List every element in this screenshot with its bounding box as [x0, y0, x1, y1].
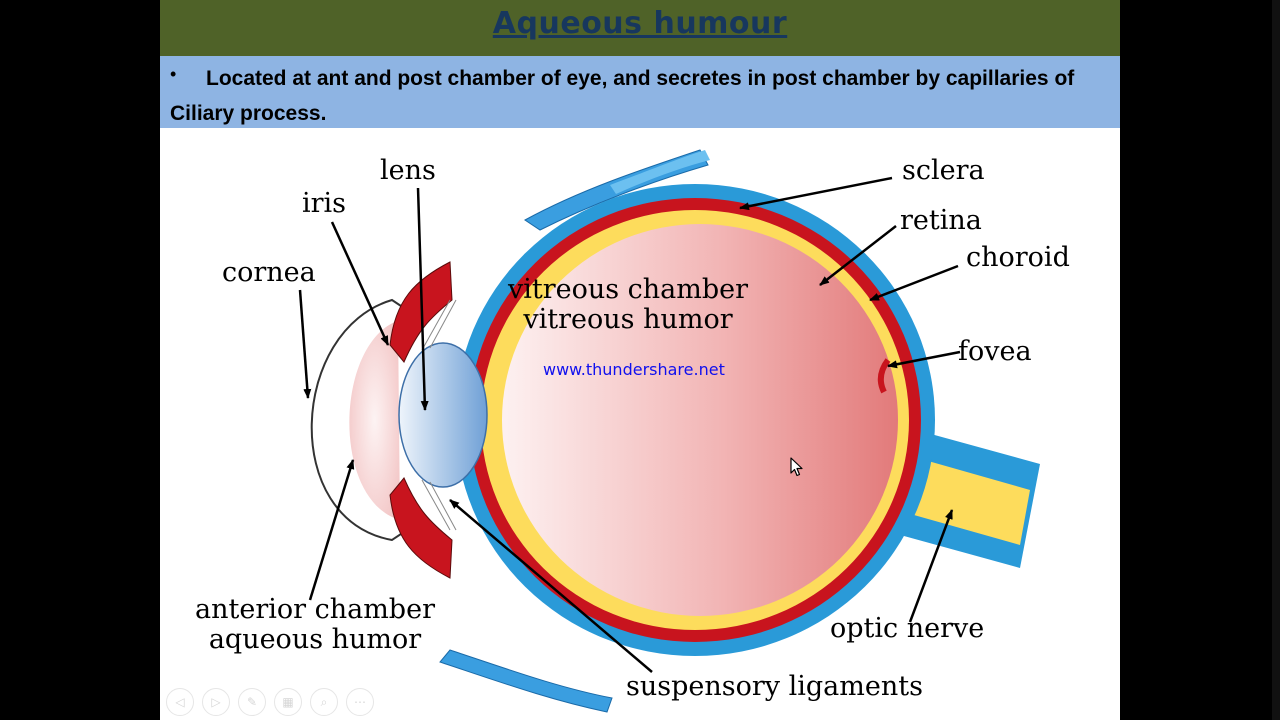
optic-nerve-pointer: [908, 509, 954, 623]
label-cornea: cornea: [222, 257, 316, 288]
choroid-pointer: [869, 264, 959, 302]
more-icon[interactable]: ⋯: [346, 688, 374, 716]
bullet-box: • Located at ant and post chamber of eye…: [160, 56, 1120, 128]
label-iris: iris: [302, 188, 347, 219]
prev-icon[interactable]: ◁: [166, 688, 194, 716]
pen-icon[interactable]: ✎: [238, 688, 266, 716]
eye-diagram: [298, 149, 1040, 713]
label-anterior-chamber: anterior chamber: [195, 594, 435, 625]
bullet-symbol: •: [170, 64, 177, 84]
label-vitreous-humor: vitreous humor: [523, 304, 733, 335]
lens-pointer: [416, 187, 429, 411]
watermark-text: www.thundershare.net: [543, 360, 725, 379]
label-vitreous-chamber: vitreous chamber: [507, 274, 749, 305]
zoom-icon[interactable]: ⌕: [310, 688, 338, 716]
label-sclera: sclera: [902, 155, 985, 186]
slide-title: Aqueous humour: [492, 6, 788, 41]
slides-icon[interactable]: ▦: [274, 688, 302, 716]
lens-shape: [398, 342, 488, 488]
muscle-bottom: [439, 649, 613, 713]
label-suspensory-ligaments: suspensory ligaments: [626, 671, 923, 702]
ligament-pointer: [449, 499, 653, 673]
iris-bottom: [389, 477, 453, 579]
bullet-text: Located at ant and post chamber of eye, …: [170, 67, 1075, 125]
label-retina: retina: [900, 205, 982, 236]
label-lens: lens: [380, 155, 436, 186]
sclera-pointer: [739, 176, 893, 211]
vitreous-body: [502, 224, 898, 616]
label-fovea: fovea: [958, 336, 1032, 367]
label-choroid: choroid: [966, 242, 1070, 273]
fovea-pointer: [887, 350, 961, 369]
slide: Aqueous humour • Located at ant and post…: [160, 0, 1120, 720]
mouse-cursor-icon: [790, 457, 803, 477]
fovea-dip: [877, 358, 891, 394]
scrollbar-track[interactable]: [1272, 0, 1280, 720]
retina-pointer: [819, 225, 897, 286]
anterior-chamber: [349, 320, 400, 520]
anterior-chamber-pointer: [308, 459, 355, 601]
label-aqueous-humor: aqueous humor: [208, 624, 422, 655]
label-optic-nerve: optic nerve: [830, 613, 985, 644]
ligaments: [421, 299, 457, 531]
muscle-top-tendon: [610, 150, 710, 194]
title-bar: Aqueous humour: [160, 0, 1120, 56]
next-icon[interactable]: ▷: [202, 688, 230, 716]
iris-pointer: [330, 221, 390, 346]
cornea-pointer: [298, 289, 312, 399]
